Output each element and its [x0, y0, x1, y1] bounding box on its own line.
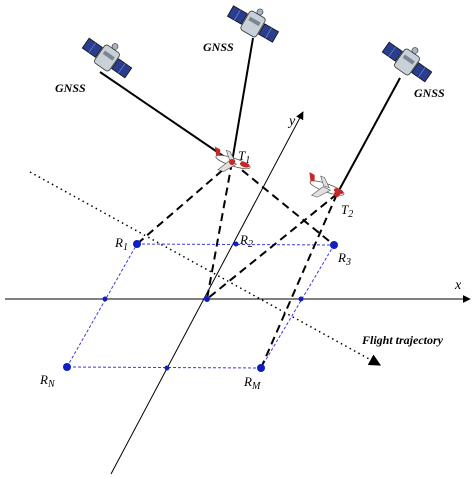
satellite-label: GNSS [203, 40, 234, 54]
aircraft-t2-point [334, 191, 340, 197]
grid-node-origin [204, 296, 210, 302]
aircraft-t1-point [229, 159, 235, 165]
grid-node-bottom [164, 365, 170, 371]
receiver-r2-node [233, 241, 239, 247]
receiver-rn-label: RN [39, 372, 56, 390]
y-axis-label: y [287, 114, 296, 129]
receiver-rm-node [257, 364, 265, 372]
receiver-r1-label: R1 [114, 235, 128, 253]
satellite-icon [78, 28, 139, 83]
grid-node-right [298, 296, 304, 302]
aircraft-receiver-links [136, 161, 338, 369]
flight-trajectory-label: Flight trajectory [361, 333, 444, 347]
grid-node-left [102, 296, 108, 302]
aircraft-t1-label: T1 [238, 148, 250, 166]
receiver-grid [66, 243, 335, 369]
receiver-r1-node [133, 240, 141, 248]
receiver-nodes [63, 240, 338, 372]
receiver-r3-label: R3 [337, 250, 351, 268]
satellite-icon [378, 32, 439, 87]
receiver-rn-node [63, 363, 71, 371]
flight-trajectory-line [29, 171, 382, 366]
satellite-label: GNSS [55, 81, 86, 95]
y-axis [110, 111, 304, 475]
aircraft-t2-label: T2 [341, 202, 353, 220]
satellite-links [99, 37, 401, 195]
satellite-icon [224, 0, 285, 48]
receiver-rm-label: RM [243, 374, 261, 392]
satellite-label: GNSS [414, 86, 445, 100]
receiver-r3-node [330, 241, 338, 249]
x-axis-label: x [454, 278, 462, 293]
receiver-r2-label: R2 [239, 232, 253, 250]
